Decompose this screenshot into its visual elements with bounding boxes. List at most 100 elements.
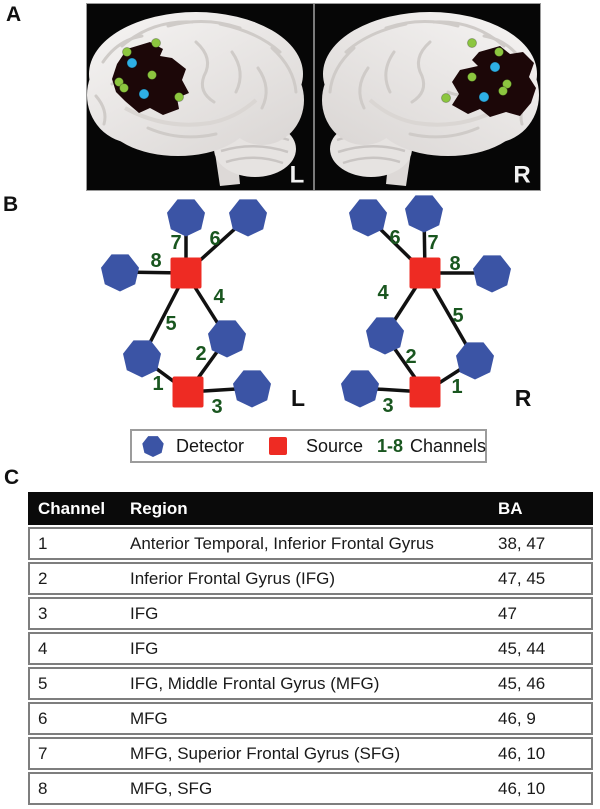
cell-channel: 3 bbox=[38, 603, 48, 623]
channel-number: 6 bbox=[389, 227, 400, 249]
cell-region: IFG, Middle Frontal Gyrus (MFG) bbox=[130, 673, 380, 693]
source-legend-label: Source bbox=[306, 436, 364, 456]
optode-dot-green bbox=[174, 92, 184, 102]
gyrus-line bbox=[408, 126, 480, 139]
table-row: 5 IFG, Middle Frontal Gyrus (MFG) 45, 46 bbox=[28, 667, 593, 700]
cell-region: Anterior Temporal, Inferior Frontal Gyru… bbox=[130, 533, 434, 553]
channel-number: 2 bbox=[195, 343, 206, 365]
brain-panel-border bbox=[86, 3, 541, 191]
gyrus-line bbox=[146, 126, 218, 139]
detector-node bbox=[366, 317, 404, 355]
cerebellum-fold bbox=[342, 156, 401, 165]
optode-dot-cyan bbox=[138, 88, 150, 100]
optode-dot-green bbox=[441, 93, 451, 103]
gyrus-line bbox=[410, 40, 432, 104]
gyrus-line bbox=[358, 66, 370, 110]
cell-ba: 45, 44 bbox=[498, 638, 546, 658]
channels-range-label: 1-8 bbox=[377, 436, 404, 456]
panel-a-label: A bbox=[6, 3, 22, 26]
channel-number: 1 bbox=[451, 376, 462, 398]
gyrus-line bbox=[94, 94, 107, 126]
source-legend-icon bbox=[269, 437, 287, 455]
optode-dot-cyan bbox=[489, 61, 501, 73]
cell-region: IFG bbox=[130, 603, 159, 623]
table-row: 4 IFG 45, 44 bbox=[28, 632, 593, 665]
cell-channel: 5 bbox=[38, 673, 48, 693]
gyrus-line bbox=[328, 46, 356, 94]
channel-number: 8 bbox=[449, 253, 460, 275]
optode-dot-green bbox=[122, 47, 132, 57]
legend: Detector Source 1-8 Channels bbox=[130, 429, 487, 463]
detector-node bbox=[101, 254, 139, 292]
sylvian-fissure bbox=[124, 98, 258, 127]
table-header-ba: BA bbox=[498, 498, 523, 518]
panel-b-label: B bbox=[3, 193, 19, 216]
cell-ba: 46, 9 bbox=[498, 708, 536, 728]
cell-ba: 38, 47 bbox=[498, 533, 546, 553]
cell-ba: 46, 10 bbox=[498, 778, 546, 798]
optode-dot-green bbox=[147, 70, 157, 80]
optode-dot-cyan bbox=[126, 57, 138, 69]
detector-node bbox=[456, 342, 494, 380]
cell-ba: 45, 46 bbox=[498, 673, 546, 693]
channel-number: 2 bbox=[405, 346, 416, 368]
detector-node bbox=[123, 340, 161, 378]
detector-node bbox=[233, 370, 271, 408]
gyrus-line bbox=[344, 22, 408, 54]
cell-ba: 46, 10 bbox=[498, 743, 546, 763]
hemisphere-tag-L: L bbox=[290, 162, 305, 189]
channel-number: 5 bbox=[165, 313, 176, 335]
optode-dot-green bbox=[498, 86, 508, 96]
optode-dot-green bbox=[467, 72, 477, 82]
optode-dot-green bbox=[151, 38, 161, 48]
cell-region: MFG, SFG bbox=[130, 778, 213, 798]
diagram-side-tag-R: R bbox=[515, 385, 532, 411]
detector-legend-label: Detector bbox=[176, 436, 245, 456]
channel-number: 3 bbox=[211, 396, 222, 418]
channel-number: 7 bbox=[427, 232, 438, 254]
gyrus-line bbox=[384, 50, 396, 94]
detector-legend-icon bbox=[142, 436, 164, 457]
cell-channel: 8 bbox=[38, 778, 48, 798]
channels-word-label: Channels bbox=[410, 436, 487, 456]
channel-number: 6 bbox=[209, 228, 220, 250]
occipital-lobe bbox=[220, 55, 304, 145]
detector-node bbox=[349, 199, 387, 237]
detector-node bbox=[167, 199, 205, 237]
cell-region: MFG bbox=[130, 708, 168, 728]
diagram-side-tag-L: L bbox=[291, 385, 305, 411]
sylvian-fissure bbox=[368, 98, 502, 127]
cell-channel: 2 bbox=[38, 568, 48, 588]
cell-ba: 47, 45 bbox=[498, 568, 546, 588]
detector-node bbox=[405, 195, 443, 233]
detector-node bbox=[473, 255, 511, 293]
channel-number: 4 bbox=[213, 286, 225, 308]
optode-dot-cyan bbox=[478, 91, 490, 103]
channel-number: 1 bbox=[152, 373, 163, 395]
gyrus-line bbox=[230, 50, 242, 94]
panel-c-label: C bbox=[4, 466, 20, 489]
gyrus-line bbox=[218, 22, 282, 54]
channel-number: 7 bbox=[170, 232, 181, 254]
table-header-region: Region bbox=[130, 498, 188, 518]
cell-region: MFG, Superior Frontal Gyrus (SFG) bbox=[130, 743, 401, 763]
channel-number: 8 bbox=[150, 250, 161, 272]
cell-channel: 4 bbox=[38, 638, 48, 658]
cell-region: IFG bbox=[130, 638, 159, 658]
source-node bbox=[409, 257, 441, 289]
optode-dot-green bbox=[119, 83, 129, 93]
cell-channel: 6 bbox=[38, 708, 48, 728]
cell-channel: 7 bbox=[38, 743, 48, 763]
detector-heptagon-icon bbox=[142, 436, 164, 457]
channel-number: 3 bbox=[382, 395, 393, 417]
channel-number: 4 bbox=[377, 282, 389, 304]
optode-dot-green bbox=[114, 77, 124, 87]
table-row: 8 MFG, SFG 46, 10 bbox=[28, 772, 593, 805]
